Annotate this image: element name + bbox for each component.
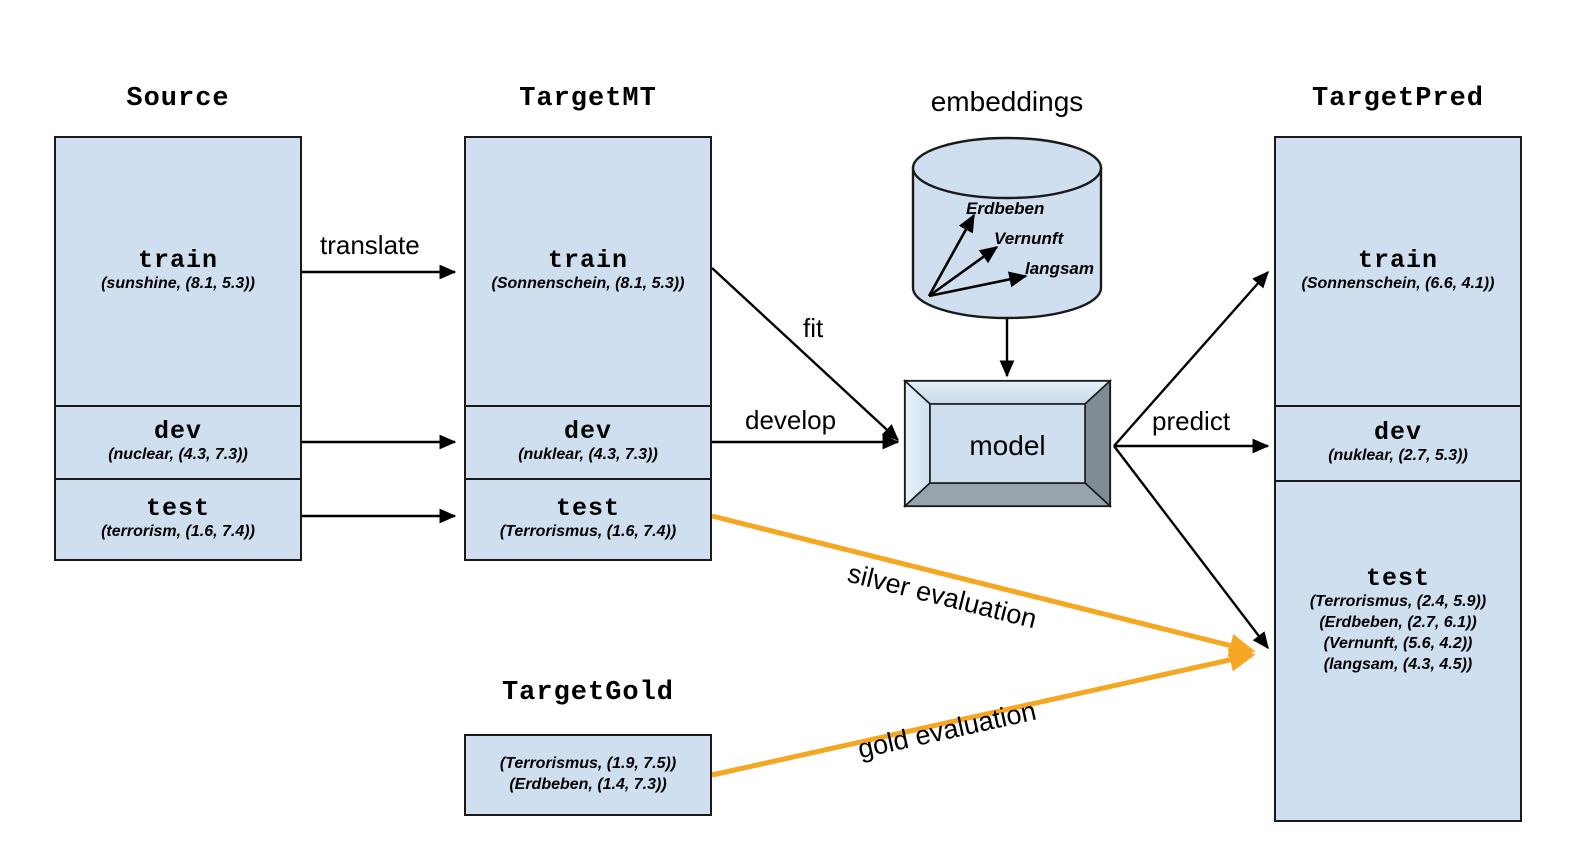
target-pred-test-entry-3: (langsam, (4.3, 4.5)): [1323, 655, 1473, 673]
target-pred-train-name: train: [1357, 245, 1438, 275]
target-pred-train-entry: (Sonnenschein, (6.6, 4.1)): [1301, 275, 1495, 293]
target-pred-dev-name: dev: [1373, 417, 1422, 447]
embeddings-cylinder: [911, 136, 1103, 320]
target-mt-train-name: train: [547, 245, 628, 275]
edge-label-develop: develop: [745, 405, 837, 435]
target-mt-cell-dev[interactable]: dev (nuklear, (4.3, 7.3)): [466, 405, 710, 478]
embedding-word-vernunft: Vernunft: [994, 229, 1064, 248]
edge-gold-evaluation: [711, 648, 1256, 778]
target-pred-box: train (Sonnenschein, (6.6, 4.1)) dev (nu…: [1274, 136, 1522, 822]
vector-vernunft: [928, 245, 999, 298]
source-test-entry: (terrorism, (1.6, 7.4)): [101, 523, 255, 541]
target-pred-title: TargetPred: [1311, 84, 1485, 114]
model-box: [902, 379, 1113, 508]
model-label: model: [969, 430, 1046, 461]
target-mt-title: TargetMT: [519, 84, 657, 114]
target-mt-box: train (Sonnenschein, (8.1, 5.3)) dev (nu…: [464, 136, 712, 561]
target-gold-title: TargetGold: [501, 678, 675, 708]
embeddings-title: embeddings: [930, 86, 1084, 117]
source-dev-entry: (nuclear, (4.3, 7.3)): [108, 446, 248, 464]
target-mt-dev-name: dev: [563, 416, 612, 446]
target-pred-cell-dev[interactable]: dev (nuklear, (2.7, 5.3)): [1276, 405, 1520, 480]
source-test-name: test: [145, 493, 210, 523]
target-pred-test-name: test: [1365, 564, 1430, 593]
target-mt-train-entry: (Sonnenschein, (8.1, 5.3)): [491, 275, 685, 293]
target-pred-test-entry-2: (Vernunft, (5.6, 4.2)): [1323, 634, 1473, 652]
edge-silver-evaluation: [711, 513, 1256, 658]
edge-label-fit: fit: [803, 313, 824, 343]
embedding-word-langsam: langsam: [1025, 259, 1094, 278]
source-cell-dev[interactable]: dev (nuclear, (4.3, 7.3)): [56, 405, 300, 478]
target-pred-test-entry-0: (Terrorismus, (2.4, 5.9)): [1309, 593, 1487, 611]
edge-label-translate: translate: [320, 230, 420, 260]
target-mt-test-name: test: [555, 493, 620, 523]
source-box: train (sunshine, (8.1, 5.3)) dev (nuclea…: [54, 136, 302, 561]
target-mt-cell-train[interactable]: train (Sonnenschein, (8.1, 5.3)): [466, 138, 710, 405]
source-cell-train[interactable]: train (sunshine, (8.1, 5.3)): [56, 138, 300, 405]
target-gold-entry-0: (Terrorismus, (1.9, 7.5)): [499, 755, 677, 773]
source-train-entry: (sunshine, (8.1, 5.3)): [101, 275, 255, 293]
target-pred-dev-entry: (nuklear, (2.7, 5.3)): [1328, 447, 1468, 465]
target-pred-cell-test[interactable]: test (Terrorismus, (2.4, 5.9)) (Erdbeben…: [1276, 480, 1520, 820]
source-dev-name: dev: [153, 416, 202, 446]
source-cell-test[interactable]: test (terrorism, (1.6, 7.4)): [56, 478, 300, 559]
source-title: Source: [126, 84, 230, 114]
edge-predict-train: [1113, 270, 1269, 447]
target-gold-box: (Terrorismus, (1.9, 7.5)) (Erdbeben, (1.…: [464, 734, 712, 816]
target-pred-cell-train[interactable]: train (Sonnenschein, (6.6, 4.1)): [1276, 138, 1520, 405]
target-pred-test-entry-1: (Erdbeben, (2.7, 6.1)): [1319, 614, 1477, 632]
vector-erdbeben: [927, 213, 976, 297]
edge-label-predict: predict: [1152, 406, 1231, 436]
target-mt-cell-test[interactable]: test (Terrorismus, (1.6, 7.4)): [466, 478, 710, 559]
target-gold-entry-1: (Erdbeben, (1.4, 7.3)): [509, 776, 667, 793]
source-train-name: train: [137, 245, 218, 275]
target-gold-cell[interactable]: (Terrorismus, (1.9, 7.5)) (Erdbeben, (1.…: [466, 736, 710, 814]
edge-fit: [711, 267, 899, 441]
target-mt-dev-entry: (nuklear, (4.3, 7.3)): [518, 446, 658, 464]
edge-predict-test: [1113, 445, 1269, 650]
vector-langsam: [928, 271, 1028, 298]
embedding-word-erdbeben: Erdbeben: [966, 199, 1045, 218]
target-mt-test-entry: (Terrorismus, (1.6, 7.4)): [499, 523, 677, 541]
